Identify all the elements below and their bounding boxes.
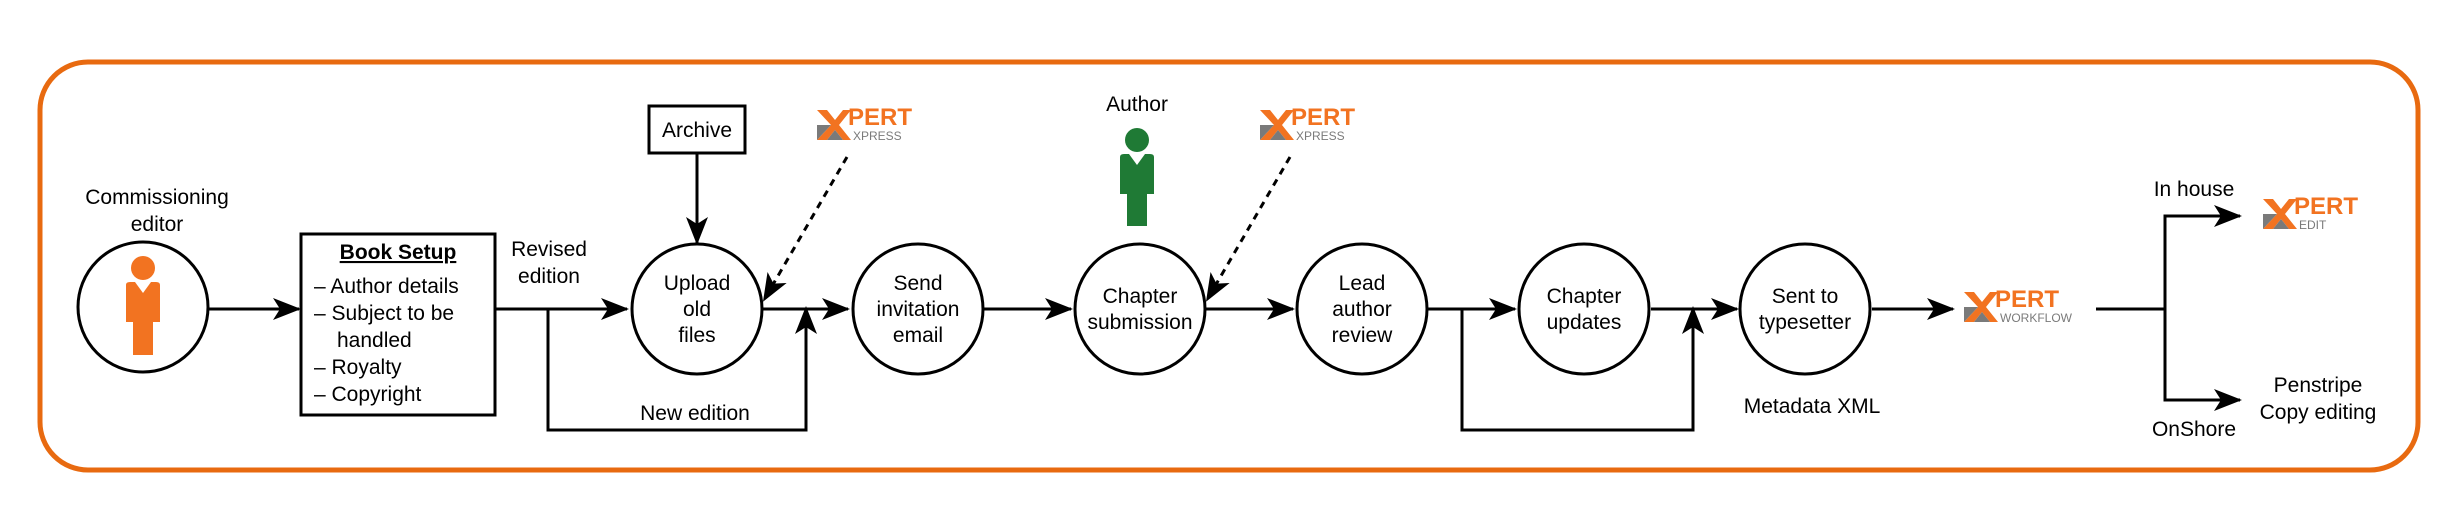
onshore-connector bbox=[2163, 309, 2242, 411]
xpert-brand-text: PERT bbox=[848, 104, 912, 131]
bypass-connector bbox=[1460, 306, 1704, 432]
metadata-xml-label: Metadata XML bbox=[1744, 395, 1881, 418]
penstripe-label-line2: Copy editing bbox=[2260, 401, 2377, 424]
step-circle bbox=[1295, 242, 1429, 376]
process-frame bbox=[37, 59, 2421, 473]
step-label: updates bbox=[1547, 311, 1622, 334]
new-edition-label: New edition bbox=[640, 402, 750, 425]
penstripe-label-line1: Penstripe bbox=[2274, 374, 2363, 397]
onshore-label: OnShore bbox=[2152, 418, 2236, 441]
step-label: typesetter bbox=[1759, 311, 1851, 334]
xpert-logo-icon bbox=[817, 110, 851, 140]
step-circle bbox=[1517, 242, 1651, 376]
step-typesetter: Sent to typesetter bbox=[1738, 242, 1872, 376]
author: Author bbox=[1106, 93, 1168, 226]
step-label: review bbox=[1332, 324, 1394, 347]
step-label: author bbox=[1332, 298, 1392, 321]
step-label: Upload bbox=[664, 272, 731, 295]
xpert-brand-text: PERT bbox=[1291, 104, 1355, 131]
step-lead-review: Lead author review bbox=[1295, 242, 1429, 376]
person-icon bbox=[1120, 128, 1154, 226]
step-circle bbox=[1738, 242, 1872, 376]
in-house-connector bbox=[2163, 205, 2242, 400]
revised-edition-label-line2: edition bbox=[518, 265, 580, 288]
step-label: Sent to bbox=[1772, 285, 1839, 308]
revised-edition-label-line1: Revised bbox=[511, 238, 587, 261]
book-setup-item: – Copyright bbox=[314, 383, 422, 406]
xpert-logo-icon bbox=[1964, 292, 1998, 322]
step-chapter-updates: Chapter updates bbox=[1517, 242, 1651, 376]
editor-label-line1: Commissioning bbox=[85, 186, 229, 209]
dashed-connector bbox=[1205, 156, 1292, 302]
commissioning-editor: Commissioning editor bbox=[76, 186, 229, 374]
book-setup-item: handled bbox=[337, 329, 412, 352]
step-label: files bbox=[678, 324, 715, 347]
step-label: old bbox=[683, 298, 711, 321]
in-house-label: In house bbox=[2154, 178, 2235, 201]
xpert-logo-icon bbox=[1260, 110, 1294, 140]
book-setup-item: – Author details bbox=[314, 275, 459, 298]
step-label: invitation bbox=[877, 298, 960, 321]
xpert-brand-text: PERT bbox=[2294, 193, 2358, 220]
xpert-product-text: EDIT bbox=[2299, 218, 2327, 232]
editor-label-line2: editor bbox=[131, 213, 184, 236]
step-label: Send bbox=[893, 272, 942, 295]
step-chapter-submission: Chapter submission bbox=[1073, 242, 1207, 376]
person-icon bbox=[126, 256, 160, 355]
step-send: Send invitation email bbox=[851, 242, 985, 376]
new-edition-connector bbox=[546, 306, 817, 432]
step-label: submission bbox=[1087, 311, 1192, 334]
step-label: Chapter bbox=[1103, 285, 1178, 308]
book-setup-title: Book Setup bbox=[340, 241, 457, 264]
step-label: email bbox=[893, 324, 943, 347]
step-upload: Upload old files bbox=[630, 242, 764, 376]
xpert-logo-icon bbox=[2263, 199, 2297, 229]
xpert-brand-text: PERT bbox=[1995, 286, 2059, 313]
step-circle bbox=[851, 242, 985, 376]
process-steps: Upload old files Send invitation email Chapter… bbox=[630, 242, 1872, 376]
book-setup-item: – Royalty bbox=[314, 356, 402, 379]
xpert-product-text: WORKFLOW bbox=[2000, 311, 2073, 325]
step-circle bbox=[1073, 242, 1207, 376]
author-label: Author bbox=[1106, 93, 1168, 116]
archive-label: Archive bbox=[662, 119, 732, 142]
xpert-product-text: XPRESS bbox=[1296, 129, 1345, 143]
book-setup-item: – Subject to be bbox=[314, 302, 454, 325]
book-setup-box: Book Setup – Author details – Subject to… bbox=[299, 232, 497, 417]
step-label: Chapter bbox=[1547, 285, 1622, 308]
xpert-product-text: XPRESS bbox=[853, 129, 902, 143]
archive-box: Archive bbox=[647, 104, 747, 155]
step-label: Lead bbox=[1339, 272, 1386, 295]
dashed-connector bbox=[762, 156, 849, 302]
